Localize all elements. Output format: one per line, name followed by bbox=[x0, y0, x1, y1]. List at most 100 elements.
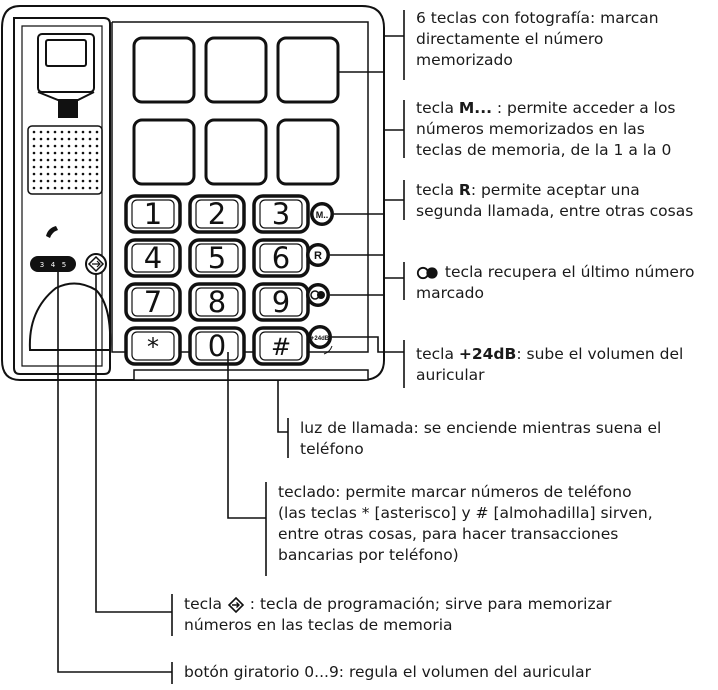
redial-key-line-1: marcado bbox=[416, 284, 484, 302]
keypad-key-6[interactable]: 6 bbox=[252, 238, 310, 278]
call-light-line-1: luz de llamada: se enciende mientras sue… bbox=[300, 419, 662, 437]
r-key-line-1: segunda llamada, entre otras cosas bbox=[416, 202, 694, 220]
handset-hinge bbox=[58, 100, 78, 118]
keypad-key-label: * bbox=[147, 333, 159, 361]
leader-keypad bbox=[227, 352, 267, 576]
wheel-tick-3: 3 bbox=[40, 261, 44, 269]
photo-keys-line-2: directamente el número bbox=[416, 30, 604, 48]
volume-key[interactable]: +24dB bbox=[308, 325, 333, 355]
keypad-key-hash[interactable]: # bbox=[252, 326, 310, 366]
keypad-key-label: 1 bbox=[144, 197, 162, 231]
wheel-tick-5: 5 bbox=[62, 261, 66, 269]
leader-redial-key bbox=[330, 262, 405, 300]
leader-photo-keys bbox=[338, 10, 405, 80]
redial-key-rest: tecla recupera el último número bbox=[440, 263, 695, 281]
handset-icon bbox=[46, 226, 58, 238]
leader-m-key bbox=[334, 100, 405, 215]
keypad-key-1[interactable]: 1 bbox=[124, 194, 182, 234]
annotation-redial-key: tecla recupera el último número marcado bbox=[416, 262, 694, 304]
program-key-prefix: tecla bbox=[184, 595, 227, 613]
annotation-photo-keys: 6 teclas con fotografía: marcan directam… bbox=[416, 8, 659, 71]
keypad-key-2[interactable]: 2 bbox=[188, 194, 246, 234]
annotation-m-key: tecla M... : permite acceder a los númer… bbox=[416, 98, 676, 161]
leader-volume-key bbox=[332, 336, 405, 388]
keypad-line-3: entre otras cosas, para hacer transaccio… bbox=[278, 525, 619, 543]
handset-body bbox=[13, 17, 111, 375]
annotation-r-key: tecla R: permite aceptar una segunda lla… bbox=[416, 180, 693, 222]
r-key-name: R bbox=[458, 181, 471, 199]
redial-key[interactable] bbox=[306, 283, 330, 307]
speaker-grille bbox=[27, 125, 103, 195]
keypad-line-1: teclado: permite marcar números de teléf… bbox=[278, 483, 632, 501]
annotation-volume-wheel: botón giratorio 0...9: regula el volumen… bbox=[184, 662, 591, 683]
photo-key-6[interactable] bbox=[276, 118, 340, 186]
annotation-program-key: tecla : tecla de programación; sirve par… bbox=[184, 594, 612, 636]
r-key[interactable]: R bbox=[306, 243, 330, 267]
keypad-key-label: 0 bbox=[208, 329, 226, 363]
keypad-key-0[interactable]: 0 bbox=[188, 326, 246, 366]
m-key-line-1: números memorizados en las bbox=[416, 120, 645, 138]
call-light-line-2: teléfono bbox=[300, 440, 364, 458]
annotation-volume-key: tecla +24dB: sube el volumen del auricul… bbox=[416, 344, 683, 386]
volume-key-label: +24dB bbox=[311, 336, 330, 342]
volume-key-name: +24dB bbox=[458, 345, 517, 363]
handset-inner bbox=[21, 25, 103, 367]
wheel-tick-4: 4 bbox=[51, 261, 56, 269]
m-key-name: M... bbox=[458, 99, 492, 117]
keypad-key-9[interactable]: 9 bbox=[252, 282, 310, 322]
annotation-keypad: teclado: permite marcar números de teléf… bbox=[278, 482, 653, 566]
keypad-key-label: 4 bbox=[144, 241, 162, 275]
program-icon bbox=[227, 596, 245, 613]
volume-wheel[interactable]: 3 4 5 bbox=[30, 256, 76, 272]
r-key-prefix: tecla bbox=[416, 181, 459, 199]
leader-r-key bbox=[330, 180, 405, 256]
volume-wheel-line-1: botón giratorio 0...9: regula el volumen… bbox=[184, 663, 591, 681]
leader-lines bbox=[57, 10, 405, 684]
keypad-key-label: 6 bbox=[272, 241, 290, 275]
keypad-key-7[interactable]: 7 bbox=[124, 282, 182, 322]
r-key-label: R bbox=[314, 250, 322, 262]
keypad-line-2: (las teclas * [asterisco] y # [almohadil… bbox=[278, 504, 653, 522]
leader-call-light bbox=[277, 380, 289, 458]
keypad-key-3[interactable]: 3 bbox=[252, 194, 310, 234]
photo-key-3[interactable] bbox=[276, 36, 340, 104]
m-key-line-2: teclas de memoria, de la 1 a la 0 bbox=[416, 141, 672, 159]
keypad-key-star[interactable]: * bbox=[124, 326, 182, 366]
m-key[interactable]: M.. bbox=[310, 202, 334, 226]
photo-keys bbox=[132, 36, 340, 186]
keypad-key-4[interactable]: 4 bbox=[124, 238, 182, 278]
keypad-key-label: # bbox=[271, 333, 291, 361]
m-key-label: M.. bbox=[316, 210, 329, 220]
photo-keys-line-1: 6 teclas con fotografía: marcan bbox=[416, 9, 659, 27]
keypad-key-label: 2 bbox=[208, 197, 226, 231]
r-key-rest: : permite aceptar una bbox=[470, 181, 640, 199]
m-key-prefix: tecla bbox=[416, 99, 459, 117]
program-key[interactable] bbox=[85, 253, 107, 275]
redial-icon bbox=[416, 266, 438, 279]
photo-keys-line-3: memorizado bbox=[416, 51, 513, 69]
phone-inner-outline bbox=[111, 21, 369, 353]
volume-key-prefix: tecla bbox=[416, 345, 459, 363]
volume-key-line-1: auricular bbox=[416, 366, 485, 384]
keypad-key-5[interactable]: 5 bbox=[188, 238, 246, 278]
volume-key-rest: : sube el volumen del bbox=[516, 345, 684, 363]
leader-program-key bbox=[95, 274, 173, 636]
keypad-key-label: 9 bbox=[272, 285, 290, 319]
leader-volume-wheel bbox=[57, 272, 173, 684]
program-key-rest: : tecla de programación; sirve para memo… bbox=[244, 595, 612, 613]
program-key-line-1: números en las teclas de memoria bbox=[184, 616, 453, 634]
keypad-key-label: 7 bbox=[144, 285, 162, 319]
m-key-rest: : permite acceder a los bbox=[491, 99, 676, 117]
earpiece bbox=[37, 33, 95, 101]
photo-key-1[interactable] bbox=[132, 36, 196, 104]
keypad-key-label: 3 bbox=[272, 197, 290, 231]
photo-key-4[interactable] bbox=[132, 118, 196, 186]
keypad-key-8[interactable]: 8 bbox=[188, 282, 246, 322]
photo-key-5[interactable] bbox=[204, 118, 268, 186]
photo-key-2[interactable] bbox=[204, 36, 268, 104]
handset-cup bbox=[28, 282, 112, 351]
keypad-line-4: bancarias por teléfono) bbox=[278, 546, 459, 564]
call-light bbox=[133, 369, 369, 381]
